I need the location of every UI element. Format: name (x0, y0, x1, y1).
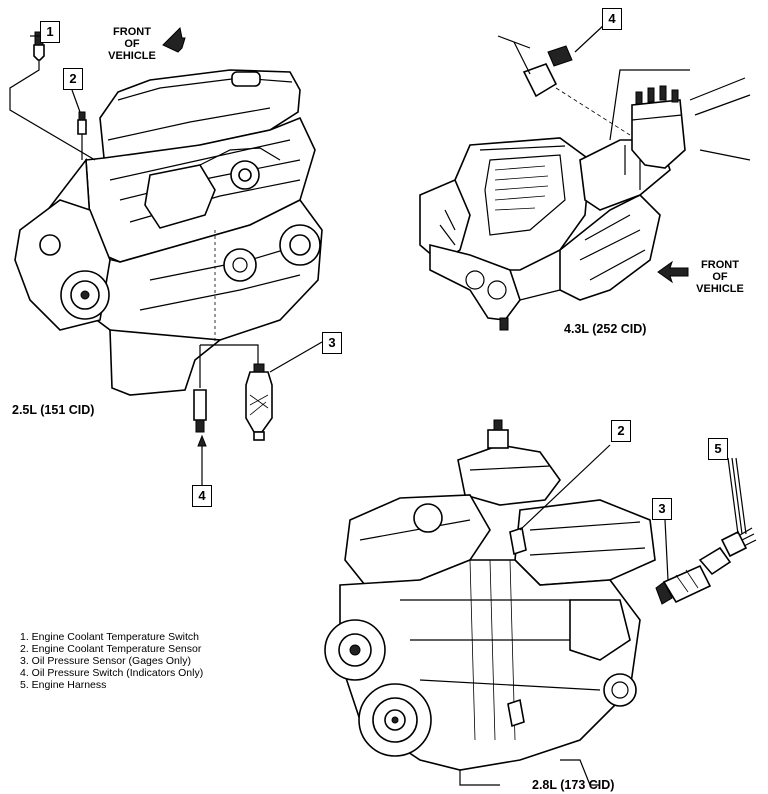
callout-2-2-8l: 2 (611, 420, 631, 442)
front-of-vehicle-label-2-5l: FRONT OF VEHICLE (104, 26, 160, 62)
legend: 1. Engine Coolant Temperature Switch 2. … (20, 631, 203, 691)
legend-item: 5. Engine Harness (20, 679, 107, 691)
front-of-vehicle-label-4-3l: FRONT OF VEHICLE (690, 259, 750, 295)
vehicle-text: VEHICLE (696, 283, 744, 295)
engine-4-3l-drawing (419, 23, 751, 331)
front-text: FRONT (701, 259, 739, 271)
engine-label-2-8l: 2.8L (173 CID) (532, 778, 615, 792)
callout-4-4-3l: 4 (602, 8, 622, 30)
legend-item: 3. Oil Pressure Sensor (Gages Only) (20, 655, 191, 667)
legend-item: 1. Engine Coolant Temperature Switch (20, 631, 199, 643)
of-text: OF (124, 38, 140, 50)
callout-2: 2 (63, 68, 83, 90)
legend-item: 2. Engine Coolant Temperature Sensor (20, 643, 202, 655)
callout-3: 3 (322, 332, 342, 354)
engine-label-2-5l: 2.5L (151 CID) (12, 403, 95, 417)
engine-2-8l-drawing (324, 419, 757, 786)
legend-item: 4. Oil Pressure Switch (Indicators Only) (20, 667, 204, 679)
front-text: FRONT (113, 26, 151, 38)
engine-label-4-3l: 4.3L (252 CID) (564, 322, 647, 336)
callout-1: 1 (40, 21, 60, 43)
callout-4: 4 (192, 485, 212, 507)
engine-2-5l-drawing (9, 26, 323, 485)
callout-3-2-8l: 3 (652, 498, 672, 520)
callout-5: 5 (708, 438, 728, 460)
of-text: OF (712, 271, 728, 283)
vehicle-text: VEHICLE (108, 50, 156, 62)
